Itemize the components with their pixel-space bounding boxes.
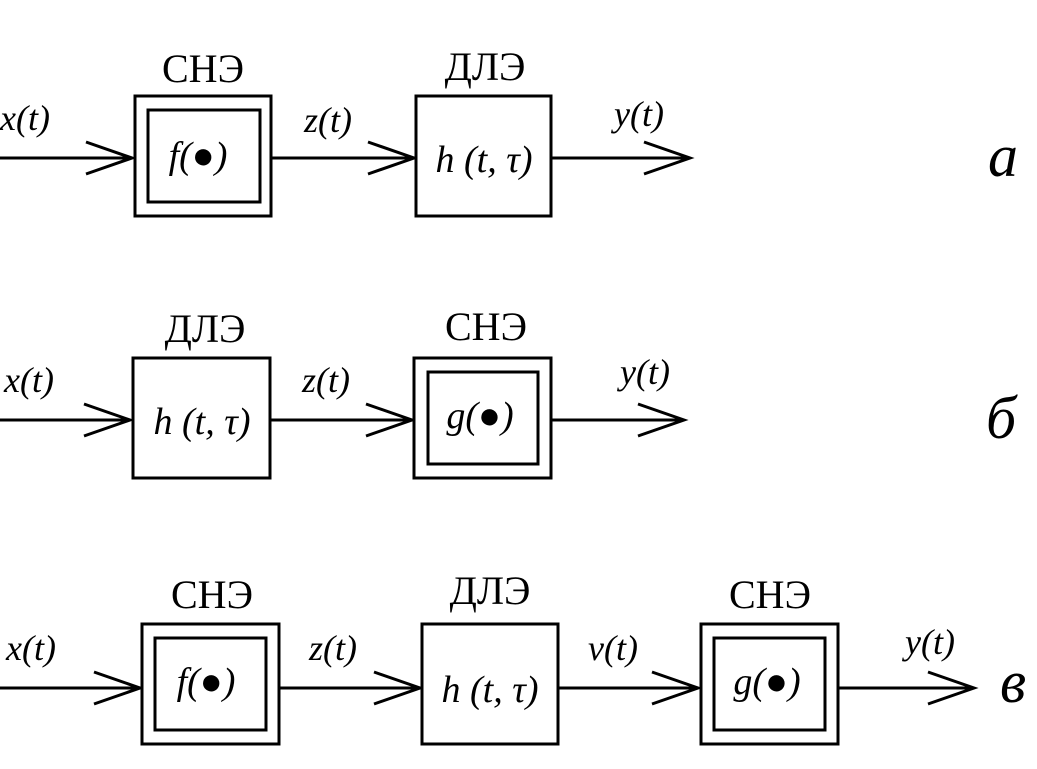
nonlinear-block-inner <box>426 370 540 466</box>
signal-label-mid: z(t) <box>303 100 352 140</box>
arrow-head <box>651 670 703 706</box>
block-function-label: g(●) <box>733 661 800 703</box>
signal-label-mid: v(t) <box>588 628 638 668</box>
arrow-head <box>367 140 419 176</box>
block-function-label: h (t, τ) <box>436 139 533 181</box>
signal-label-output: y(t) <box>902 622 955 662</box>
block-type-label: ДЛЭ <box>445 44 526 89</box>
diagram-b: x(t) ДЛЭ h (t, τ) z(t) СНЭ g(●) y(t) б <box>0 304 1018 480</box>
signal-label-input: x(t) <box>5 628 56 668</box>
signal-label-output: y(t) <box>617 352 670 392</box>
arrow-head <box>637 402 689 438</box>
nonlinear-block-inner <box>153 636 268 732</box>
linear-block <box>131 356 272 480</box>
diagram-letter: в <box>1000 649 1026 715</box>
block-function-label: h (t, τ) <box>442 669 539 711</box>
block-function-label: f(●) <box>177 661 236 703</box>
signal-label-mid: z(t) <box>301 360 350 400</box>
signal-label-input: x(t) <box>3 360 54 400</box>
arrow-head <box>83 402 135 438</box>
diagram-a: x(t) СНЭ f(●) z(t) ДЛЭ h (t, τ) y(t) а <box>0 44 1018 218</box>
arrow-head <box>365 402 417 438</box>
block-type-label: СНЭ <box>729 572 811 617</box>
block-type-label: ДЛЭ <box>165 306 246 351</box>
arrow-head <box>85 140 137 176</box>
block-function-label: f(●) <box>169 135 228 177</box>
linear-block <box>420 622 560 746</box>
arrow-head <box>927 670 979 706</box>
signal-label-output: y(t) <box>611 94 664 134</box>
arrow-head <box>373 670 425 706</box>
block-type-label: СНЭ <box>162 46 244 91</box>
block-function-label: g(●) <box>446 395 513 437</box>
diagram-letter: б <box>986 385 1018 451</box>
linear-block <box>414 94 553 218</box>
nonlinear-block-inner <box>712 636 827 732</box>
arrow-head <box>643 140 695 176</box>
block-function-label: h (t, τ) <box>154 401 251 443</box>
signal-label-input: x(t) <box>0 98 50 138</box>
block-type-label: ДЛЭ <box>450 568 531 613</box>
nonlinear-block-inner <box>146 108 262 204</box>
diagram-c: x(t) СНЭ f(●) z(t) ДЛЭ h (t, τ) v(t) СНЭ… <box>0 568 1026 746</box>
signal-label-mid: z(t) <box>308 628 357 668</box>
diagram-letter: а <box>988 123 1018 189</box>
block-type-label: СНЭ <box>445 304 527 349</box>
arrow-head <box>93 670 145 706</box>
block-type-label: СНЭ <box>171 572 253 617</box>
